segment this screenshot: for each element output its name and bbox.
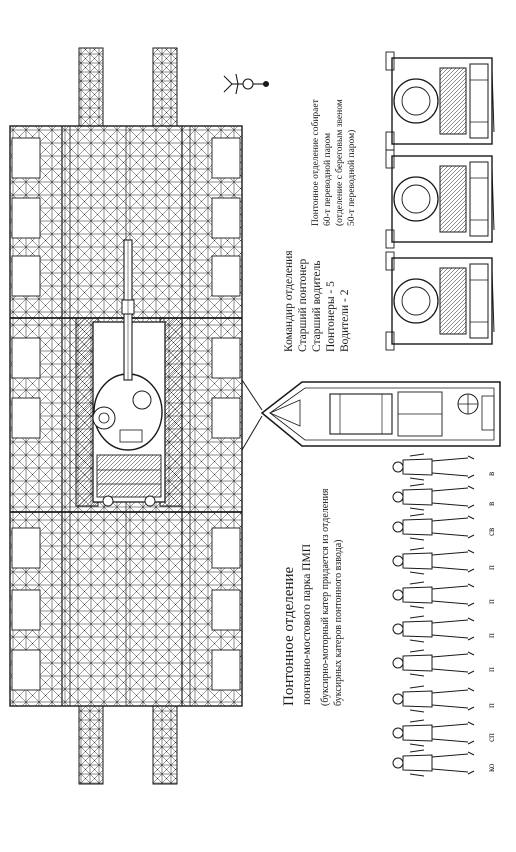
crew-line: Старший водитель bbox=[311, 260, 323, 352]
ferry-note-line: 60-т переводной паром bbox=[323, 132, 333, 226]
soldier-role-label: п bbox=[486, 667, 496, 672]
tank-drawing bbox=[75, 239, 183, 507]
soldier-emblem-icon bbox=[223, 73, 270, 95]
soldier-role-label: в bbox=[486, 501, 496, 506]
side-buoy bbox=[211, 337, 241, 379]
side-buoy bbox=[211, 137, 241, 179]
soldier-icon bbox=[392, 749, 475, 777]
towing-boat-drawing bbox=[241, 379, 501, 451]
soldier-icon bbox=[392, 513, 475, 541]
diagram-note: (буксирно-моторный катер придается из от… bbox=[319, 488, 345, 706]
side-buoy bbox=[211, 197, 241, 239]
crew-line: Командир отделения bbox=[283, 250, 295, 352]
soldier-icon bbox=[392, 581, 475, 609]
soldier-icon bbox=[392, 649, 475, 677]
title-line1: Понтонное отделение bbox=[281, 566, 297, 706]
side-buoy bbox=[11, 337, 41, 379]
pontoon-truck-icon bbox=[385, 251, 495, 351]
side-buoy bbox=[11, 649, 41, 691]
ferry-note-line: Понтонное отделение собирает bbox=[311, 99, 321, 226]
side-buoy bbox=[11, 397, 41, 439]
note-line1: (буксирно-моторный катер придается из от… bbox=[320, 488, 331, 706]
diagram-subtitle: понтонно-мостового парка ПМП bbox=[301, 544, 313, 705]
side-buoy bbox=[11, 137, 41, 179]
soldier-role-label: сп bbox=[486, 733, 496, 742]
soldier-icon bbox=[392, 483, 475, 511]
soldier-role-label: св bbox=[486, 527, 496, 536]
side-buoy bbox=[211, 589, 241, 631]
crew-line: Старший понтонер bbox=[297, 258, 309, 352]
crew-line: Понтонеры - 5 bbox=[325, 281, 337, 352]
side-buoy bbox=[11, 589, 41, 631]
soldier-icon bbox=[392, 685, 475, 713]
ferry-note-line: 50-т переводной паром) bbox=[347, 129, 357, 226]
ferry-note-line: (отделение с береговым звеном bbox=[335, 99, 345, 226]
side-buoy bbox=[211, 527, 241, 569]
soldier-icon bbox=[392, 719, 475, 747]
side-buoy bbox=[211, 255, 241, 297]
soldier-icon bbox=[392, 453, 475, 481]
pontoon-truck-icon bbox=[385, 149, 495, 249]
soldier-role-label: п bbox=[486, 599, 496, 604]
soldier-icon bbox=[392, 547, 475, 575]
soldier-icon bbox=[392, 615, 475, 643]
crew-line: Водители - 2 bbox=[339, 289, 351, 352]
soldier-role-label: п bbox=[486, 633, 496, 638]
diagram-title: Понтонное отделение bbox=[281, 567, 298, 706]
side-buoy bbox=[11, 197, 41, 239]
title-line2: понтонно-мостового парка ПМП bbox=[301, 543, 313, 705]
soldier-role-label: ко bbox=[486, 763, 496, 772]
side-buoy bbox=[211, 649, 241, 691]
note-line2: буксирных катеров понтонного взвода) bbox=[333, 539, 344, 706]
side-buoy bbox=[211, 397, 241, 439]
side-buoy bbox=[11, 255, 41, 297]
soldier-role-label: в bbox=[486, 471, 496, 476]
soldier-role-label: п bbox=[486, 565, 496, 570]
pontoon-truck-icon bbox=[385, 51, 495, 151]
soldier-role-label: п bbox=[486, 703, 496, 708]
side-buoy bbox=[11, 527, 41, 569]
